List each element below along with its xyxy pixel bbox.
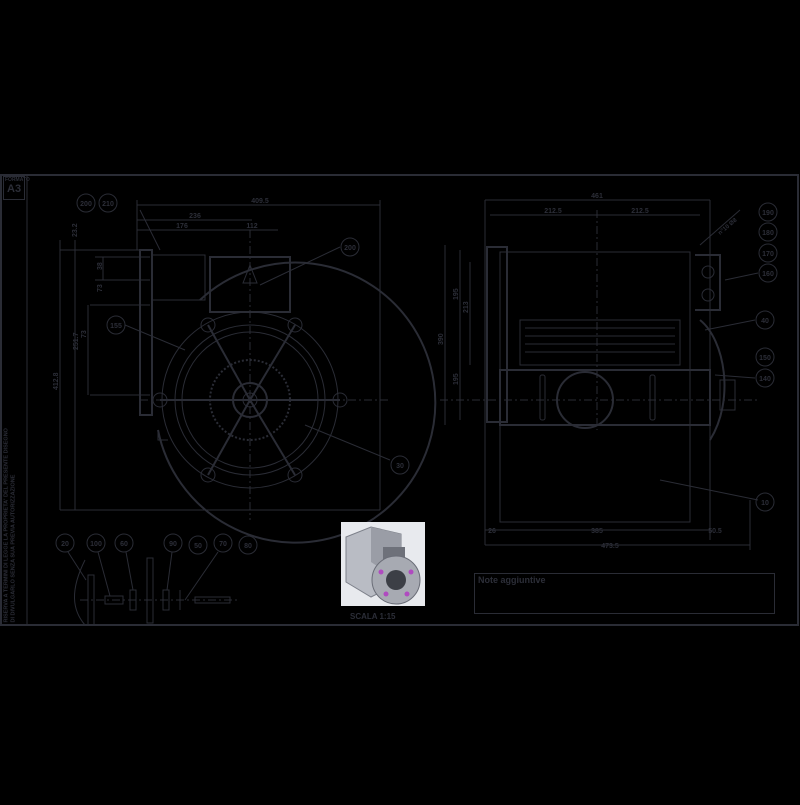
dim-26: 26 — [488, 528, 496, 535]
balloon-155: 155 — [110, 323, 122, 330]
isometric-thumbnail — [341, 522, 425, 606]
dim-112: 112 — [246, 223, 257, 230]
balloon-100: 100 — [90, 541, 102, 548]
dim-195-top: 195 — [453, 288, 460, 300]
dim-212-5-left: 212.5 — [544, 208, 562, 215]
front-view: 200 210 200 155 30 409.5 236 176 112 23.… — [53, 193, 437, 544]
dim-73: 73 — [97, 284, 104, 292]
balloon-180: 180 — [762, 230, 774, 237]
balloon-200: 200 — [80, 201, 92, 208]
balloon-190: 190 — [762, 210, 774, 217]
format-box: FORMATO A3 — [3, 176, 30, 200]
dim-236: 236 — [189, 213, 201, 220]
balloon-40: 40 — [761, 318, 769, 325]
balloon-200-b: 200 — [344, 245, 356, 252]
format-value: A3 — [7, 183, 22, 195]
dim-473-5: 473.5 — [601, 543, 619, 550]
balloon-160: 160 — [762, 271, 774, 278]
dim-212-5-right: 212.5 — [631, 208, 649, 215]
dim-385: 385 — [591, 528, 603, 535]
legal-line-1: RISERVA A TERMINI DI LEGGE LA PROPRIETA'… — [3, 428, 10, 623]
dim-overall-width: 409.5 — [251, 198, 269, 205]
balloon-90: 90 — [169, 541, 177, 548]
balloon-80: 80 — [244, 543, 252, 550]
dim-38: 38 — [97, 262, 104, 270]
sheet-border — [0, 174, 799, 626]
balloon-210: 210 — [102, 201, 114, 208]
exploded-view: 20 100 60 90 50 70 80 — [55, 533, 258, 626]
legal-notice: RISERVA A TERMINI DI LEGGE LA PROPRIETA'… — [3, 378, 18, 623]
format-label: FORMATO — [5, 177, 30, 183]
dim-461: 461 — [591, 193, 603, 200]
dim-195-bottom: 195 — [453, 373, 460, 385]
dim-176: 176 — [176, 223, 188, 230]
dim-height-overall: 412.8 — [53, 372, 60, 390]
legal-line-2: DI DIVULGARLO SENZA SUA PREVIA AUTORIZZA… — [10, 474, 17, 623]
dim-50-5: 50.5 — [708, 528, 722, 535]
side-view: 190 180 170 160 40 150 140 10 461 212.5 … — [438, 193, 778, 550]
notes-box: Note aggiuntive — [474, 573, 775, 614]
balloon-60: 60 — [120, 541, 128, 548]
balloon-70: 70 — [219, 541, 227, 548]
dim-390: 390 — [438, 333, 445, 345]
balloon-50: 50 — [194, 543, 202, 550]
balloon-150: 150 — [759, 355, 771, 362]
balloon-10: 10 — [761, 500, 769, 507]
dim-height-73-label: 73 — [81, 330, 88, 338]
balloon-170: 170 — [762, 251, 774, 258]
dim-top-offset: 23.2 — [72, 223, 79, 237]
fan-3d-icon — [345, 526, 421, 605]
dim-height-inner: 251.7 — [73, 332, 80, 350]
dim-213: 213 — [463, 301, 470, 313]
balloon-20: 20 — [61, 541, 69, 548]
balloon-30: 30 — [396, 463, 404, 470]
scale-label: SCALA 1:15 — [350, 612, 396, 621]
notes-label: Note aggiuntive — [478, 575, 546, 585]
balloon-140: 140 — [759, 376, 771, 383]
